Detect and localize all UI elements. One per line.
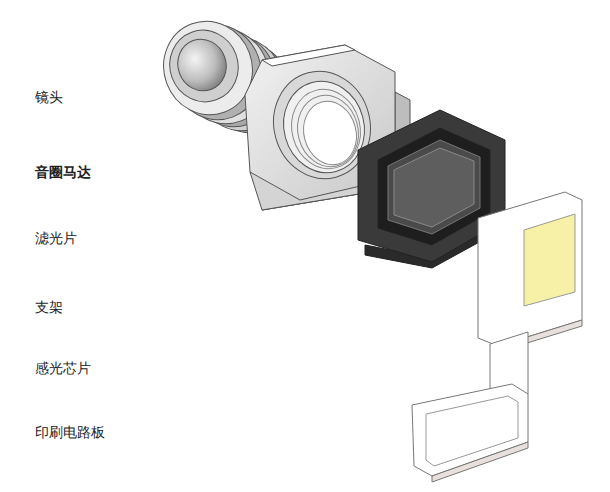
sensor-board — [478, 192, 582, 352]
part-label: 镜头 — [35, 89, 63, 106]
part-label: 感光芯片 — [35, 360, 91, 377]
part-label: 音圈马达 — [35, 164, 91, 181]
part-label: 印刷电路板 — [35, 424, 105, 441]
part-label: 滤光片 — [35, 230, 77, 247]
printed-circuit-board — [412, 332, 528, 482]
part-label: 支架 — [35, 299, 63, 316]
